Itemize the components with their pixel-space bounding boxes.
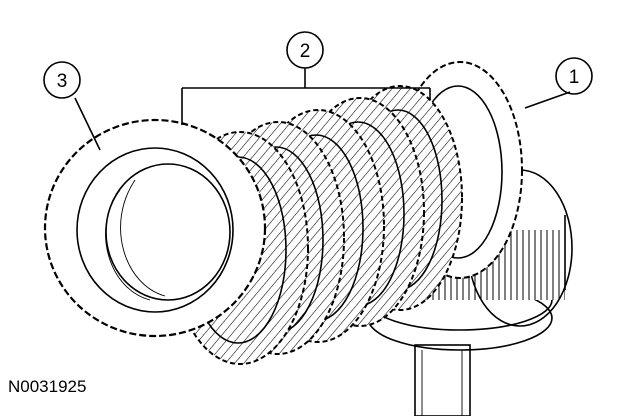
callout-2-label: 2: [300, 41, 311, 62]
callout-1-label: 1: [569, 67, 580, 88]
output-shaft: [414, 344, 471, 416]
callout-1: 1: [555, 57, 593, 95]
callout-3-label: 3: [57, 71, 68, 92]
figure-id: N0031925: [8, 377, 86, 396]
callout-3: 3: [43, 61, 81, 99]
pressure-plate-3: [43, 118, 267, 338]
callout-1-leader: [524, 91, 571, 109]
callout-2-bracket: [181, 68, 431, 125]
callout-3-leader: [74, 97, 101, 151]
callout-2: 2: [286, 31, 324, 69]
